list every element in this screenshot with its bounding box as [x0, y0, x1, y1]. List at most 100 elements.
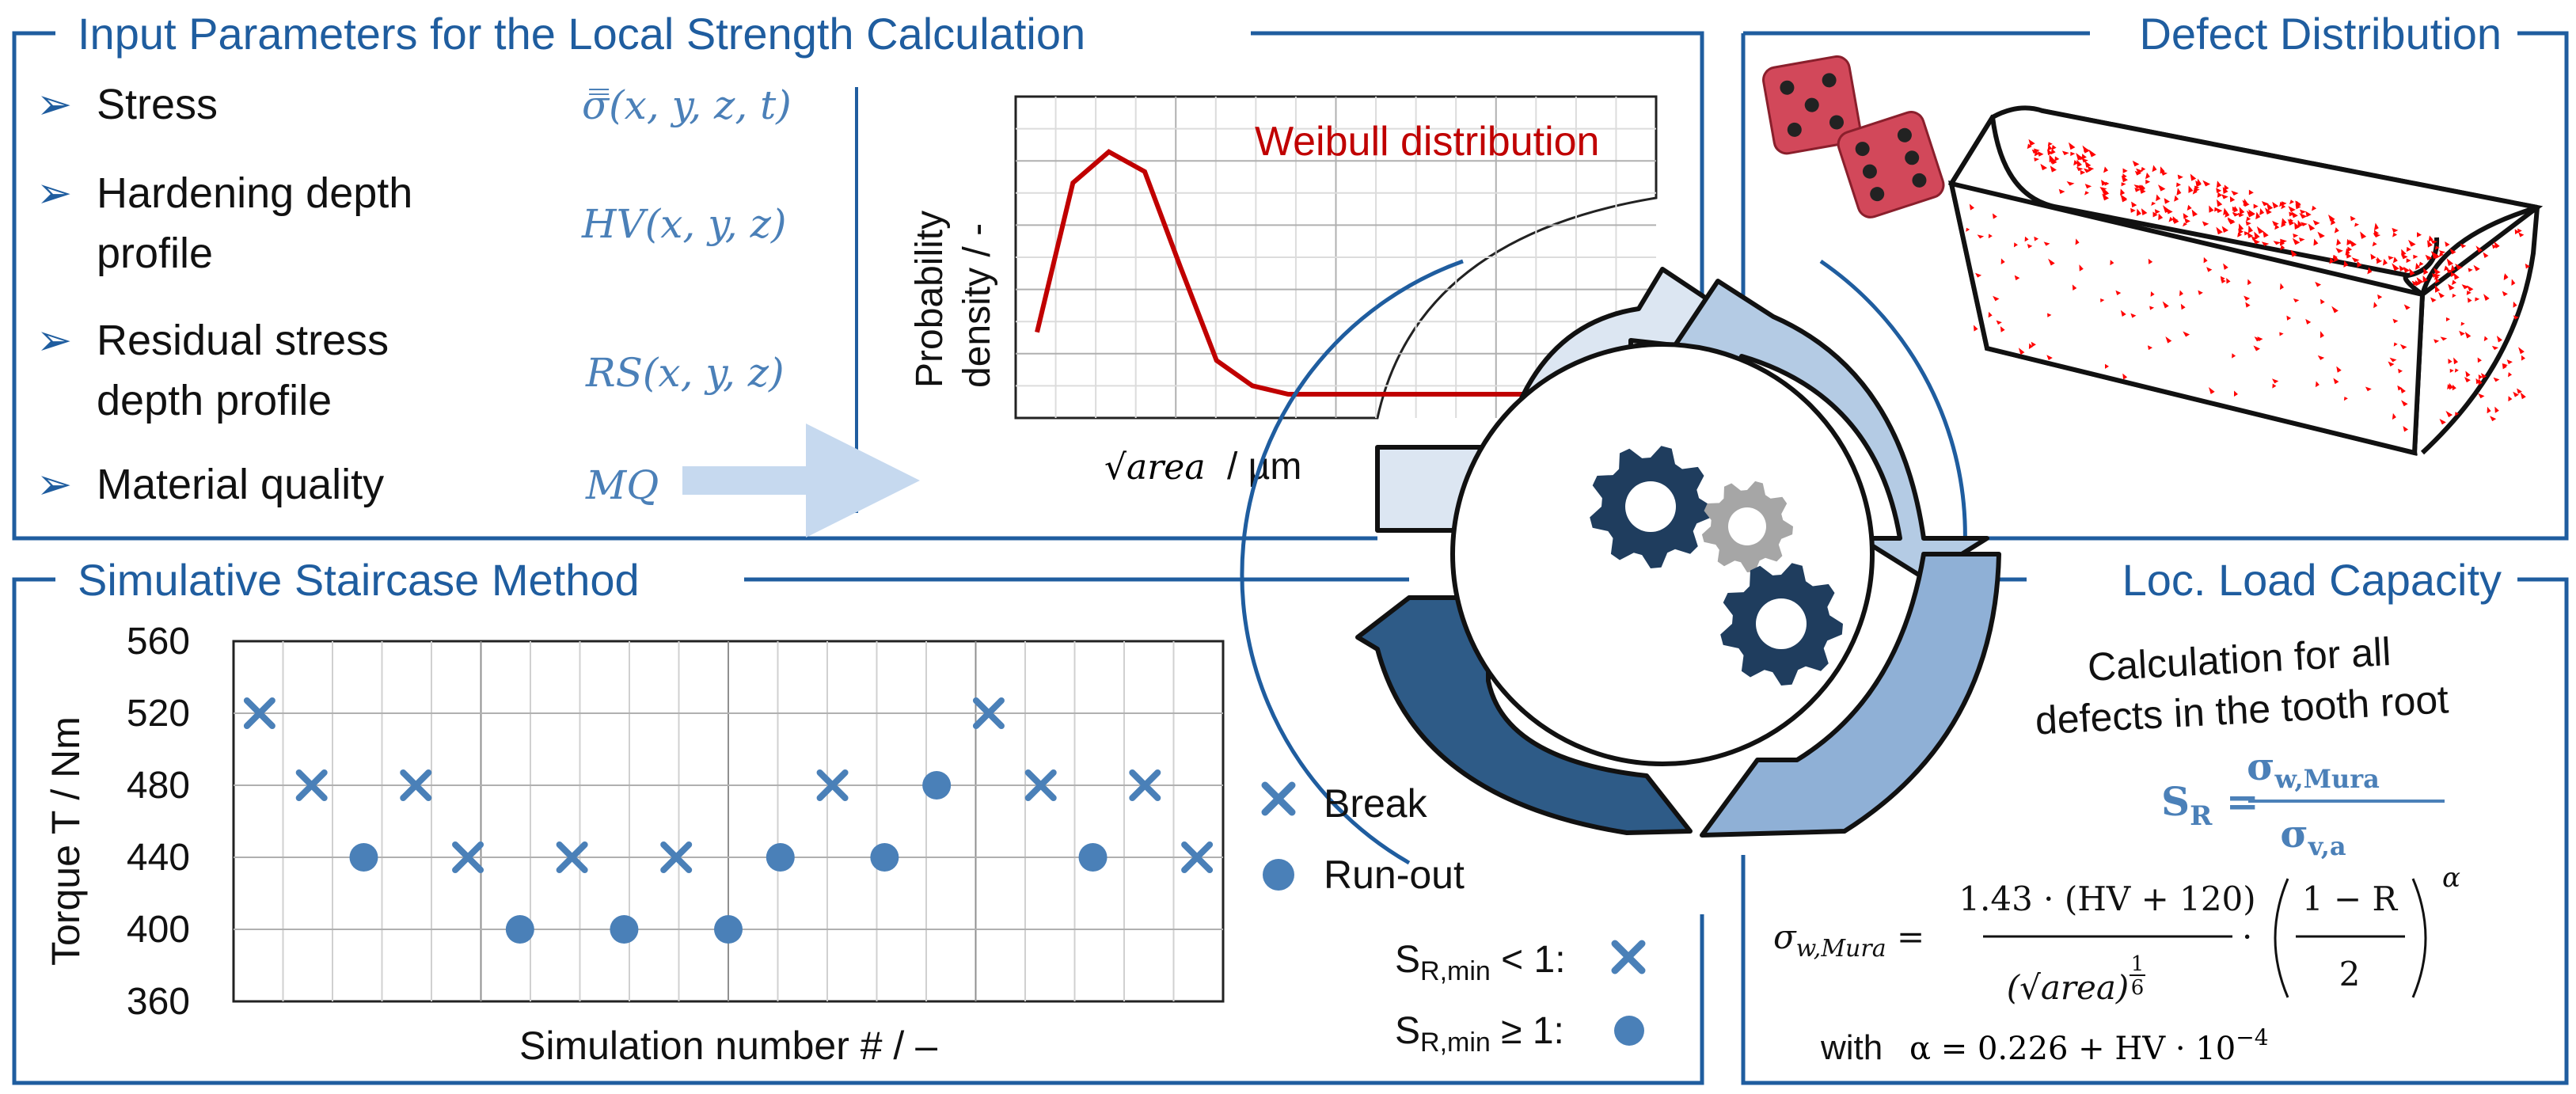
defect-point — [2206, 267, 2213, 272]
defect-point — [2313, 238, 2319, 246]
defect-point — [2120, 188, 2126, 196]
input-parameter-list: ➢ Stress σ̿(x, y, z, t) ➢ Hardening dept… — [36, 81, 920, 538]
defect-point — [2132, 160, 2140, 167]
defect-point — [2190, 173, 2197, 181]
defect-point — [2320, 298, 2325, 305]
defect-point — [2360, 231, 2367, 239]
param-label-line2: profile — [97, 230, 213, 277]
defect-point — [2224, 184, 2229, 191]
defect-point — [2434, 245, 2440, 250]
defect-point — [2308, 223, 2316, 231]
defect-point — [2305, 211, 2312, 218]
defect-point — [2329, 257, 2335, 264]
weibull-curve — [1035, 149, 1575, 397]
defect-point — [2346, 238, 2352, 246]
defect-point — [1966, 227, 1970, 232]
defect-point — [2194, 188, 2200, 192]
defect-point — [2050, 148, 2056, 155]
defect-point — [2081, 158, 2088, 163]
defect-point — [2401, 400, 2408, 407]
defect-point — [2271, 378, 2279, 384]
defect-point — [2493, 377, 2500, 382]
defect-point — [2075, 238, 2080, 245]
break-marker-icon — [1261, 781, 1296, 816]
legend-runout-label: Run-out — [1324, 853, 1465, 897]
defect-point — [2156, 194, 2161, 202]
defect-point — [2494, 241, 2500, 249]
weibull-ylabel-line1: Probability — [909, 211, 951, 388]
sr-numerator: σw,Mura — [2247, 745, 2380, 794]
defect-point — [2392, 412, 2396, 420]
defect-point — [2047, 142, 2053, 146]
defect-point — [2202, 221, 2209, 226]
defect-point — [2279, 239, 2285, 246]
defect-point — [2299, 212, 2308, 219]
mura-numerator: 1.43 · (HV + 120) — [1959, 879, 2255, 918]
defect-point — [2376, 258, 2383, 264]
defect-point — [2102, 193, 2110, 201]
defect-point — [2100, 298, 2105, 303]
param-formula: HV(x, y, z) — [581, 201, 786, 247]
defect-point — [2517, 388, 2522, 394]
defect-point — [2449, 248, 2456, 255]
staircase-markers — [243, 697, 1214, 944]
defect-point — [2392, 227, 2399, 233]
defect-point — [2013, 242, 2018, 248]
defect-point — [2413, 254, 2418, 260]
alpha-definition: with α = 0.226 + HV · 10−4 — [1820, 1024, 2269, 1067]
defect-point — [2372, 241, 2377, 247]
defect-point — [2176, 182, 2182, 188]
y-tick-label: 360 — [127, 981, 190, 1023]
defect-point — [2028, 139, 2035, 146]
y-tick-label: 480 — [127, 765, 190, 807]
defect-point — [2299, 237, 2305, 242]
defect-point — [2513, 301, 2517, 308]
defect-point — [2088, 149, 2096, 158]
defect-point — [2333, 378, 2339, 385]
defect-point — [2058, 188, 2065, 195]
defect-point — [2332, 254, 2338, 260]
defect-point — [1996, 320, 2002, 325]
defect-point — [2399, 387, 2406, 394]
defect-point — [2408, 239, 2416, 247]
defect-point — [2496, 336, 2502, 343]
defect-point — [2187, 204, 2192, 211]
defect-point — [2467, 285, 2474, 292]
defect-point — [1988, 311, 1993, 318]
defect-point — [2425, 254, 2433, 260]
defect-point — [2320, 331, 2324, 339]
defect-point — [2347, 246, 2353, 253]
runout-marker — [714, 915, 743, 944]
defect-point — [2418, 261, 2424, 267]
defect-point — [2438, 292, 2445, 298]
defect-point — [2028, 343, 2033, 349]
defect-point — [2217, 192, 2223, 198]
defect-point — [2508, 372, 2513, 378]
bullet-arrow-icon: ➢ — [36, 317, 72, 364]
defect-point — [2148, 258, 2153, 264]
defect-point — [2164, 198, 2170, 204]
defect-point — [2151, 201, 2156, 207]
defect-point — [2452, 294, 2456, 298]
defect-point — [2134, 187, 2141, 192]
defect-point — [2051, 144, 2057, 150]
bullet-arrow-icon: ➢ — [36, 461, 72, 508]
defect-point — [2087, 165, 2095, 172]
defect-point — [2478, 374, 2483, 380]
defect-point — [2027, 143, 2032, 150]
defect-point — [2254, 231, 2260, 240]
defect-point — [2336, 366, 2342, 373]
defect-point — [2136, 208, 2141, 216]
defect-point — [2468, 268, 2473, 272]
defect-point — [2018, 348, 2025, 355]
defect-point — [2014, 275, 2020, 281]
defect-point — [2483, 336, 2488, 342]
defect-point — [2264, 207, 2272, 215]
staircase-ylabel: Torque T / Nm — [44, 716, 88, 966]
defect-point — [2454, 368, 2459, 373]
defect-point — [2000, 258, 2005, 265]
defect-point — [2388, 361, 2395, 367]
defect-point — [2422, 275, 2428, 283]
mura-formula: σw,Mura = 1.43 · (HV + 120) (√area) 1 6 … — [1773, 862, 2460, 1007]
mura-fraction-numerator: 1 − R — [2302, 879, 2399, 918]
